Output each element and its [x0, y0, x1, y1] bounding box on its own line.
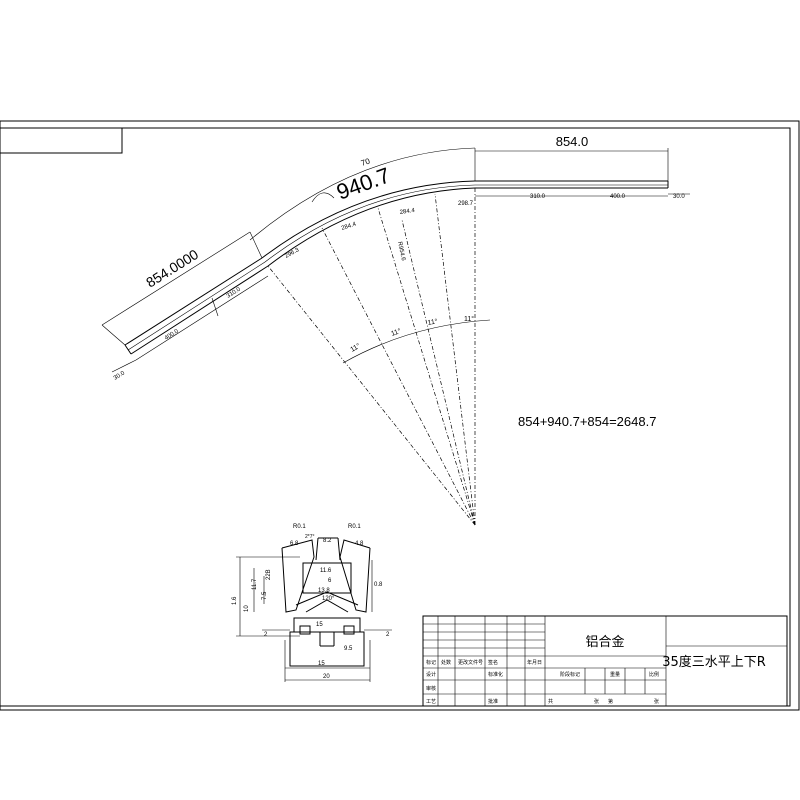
left-seg-dim-line: [135, 275, 269, 361]
arc-seg-1: 284.4: [399, 208, 415, 216]
tb-label-12: 批准: [488, 698, 498, 705]
left-leg-outer: [124, 257, 263, 346]
sec-label-12: 22B: [266, 569, 272, 580]
sec-label-11: 11.7: [252, 578, 258, 590]
tb-label-9: 比例: [649, 671, 659, 678]
arc-seg-2: 284.4: [341, 221, 358, 232]
arc-seg-3: 296.3: [284, 247, 301, 260]
tb-label-0: 标记: [426, 659, 436, 666]
angle-label-4: 11°: [464, 315, 474, 323]
right-seg-3: 400.0: [610, 194, 626, 200]
left-leg-mid: [127, 261, 266, 351]
tb-label-4: 年月日: [527, 659, 542, 666]
sec-label-13: 0.8: [374, 582, 383, 588]
sec-label-14: 1.6: [232, 596, 238, 605]
sum-formula: 854+940.7+854=2648.7: [518, 414, 656, 429]
angle-label-3: 11°: [427, 317, 438, 327]
sec-label-21: 20: [323, 674, 330, 680]
tb-label-1: 处数: [441, 659, 451, 666]
left-leg-inner: [130, 265, 269, 355]
sec-label-5: 4.8: [355, 541, 364, 547]
tb-label-5: 设计: [426, 671, 436, 678]
dim-top-text: 854.0: [556, 134, 589, 149]
sec-label-4: 8.2: [323, 538, 332, 544]
dim-arc-line: [249, 147, 476, 241]
dim-top: 854.0: [474, 134, 669, 181]
sec-label-19: 2: [386, 632, 390, 638]
sec-label-2: 2*7°: [305, 534, 315, 540]
sec-label-3: 6.8: [290, 541, 299, 547]
left-leg-end: [124, 344, 132, 355]
sec-label-6: 11.6: [320, 568, 332, 574]
tb-label-13: 共: [548, 698, 553, 705]
tb-label-11: 工艺: [426, 699, 436, 705]
drawing-name-text: 35度三水平上下R: [662, 654, 766, 670]
bent-profile: [124, 180, 669, 355]
left-end-dim: [111, 359, 137, 373]
tb-label-3: 签名: [488, 659, 498, 666]
tb-label-16: 张: [654, 698, 659, 705]
radial-lines: [267, 188, 476, 526]
sec-label-1: R0.1: [348, 524, 361, 530]
dim-arc-r: 70: [360, 156, 372, 167]
inner-radius: R954.6: [396, 241, 406, 262]
sec-label-10: 7.5: [262, 591, 268, 600]
sec-label-18: 9.5: [344, 646, 353, 652]
tb-label-7: 阶段标记: [560, 671, 580, 678]
left-seg-3: 30.0: [113, 370, 127, 382]
sheet-border-inner: [0, 127, 791, 707]
right-seg-2: 310.0: [530, 194, 546, 200]
angle-label-1: 11°: [349, 342, 362, 354]
arc-symbol: [311, 192, 335, 203]
arc-mid: [264, 184, 476, 263]
left-seg-tick: [211, 297, 219, 317]
sec-label-20: 15: [318, 661, 325, 667]
angle-arc: [342, 319, 491, 364]
sec-label-17: 2: [264, 632, 268, 638]
left-seg-2: 400.0: [164, 328, 180, 341]
sec-label-7: 6: [328, 578, 332, 584]
sec-label-8: 13.8: [318, 588, 330, 594]
tb-label-8: 重量: [610, 671, 620, 678]
angle-label-2: 11°: [390, 327, 402, 338]
sec-label-16: 15: [316, 622, 323, 628]
arc-inner: [267, 187, 476, 267]
corner-label-box: [0, 127, 123, 154]
tb-label-14: 张: [594, 698, 599, 705]
sec-label-0: R0.1: [293, 524, 306, 530]
section-detail: R0.1 R0.1 2*7° 6.8 8.2 4.8 11.6 6 13.8 1…: [232, 524, 392, 682]
sheet-border-outer: [0, 120, 800, 711]
tb-label-10: 审核: [426, 685, 436, 692]
sec-label-15: 10: [244, 605, 250, 612]
right-seg-4: 30.0: [673, 194, 685, 200]
sec-label-9: 120°: [322, 596, 335, 602]
dim-arc-text: 940.7: [333, 162, 393, 204]
tb-label-2: 更改文件号: [458, 659, 483, 666]
tb-label-6: 标准化: [488, 671, 503, 678]
title-block: 铝合金 35度三水平上下R 标记 处数 更改文件号 签名 年月日 设计 标准化 …: [422, 615, 788, 707]
arc-outer: [261, 180, 476, 259]
right-seg-1: 298.7: [458, 201, 474, 207]
tb-label-15: 第: [608, 698, 613, 705]
material-text: 铝合金: [585, 634, 624, 650]
